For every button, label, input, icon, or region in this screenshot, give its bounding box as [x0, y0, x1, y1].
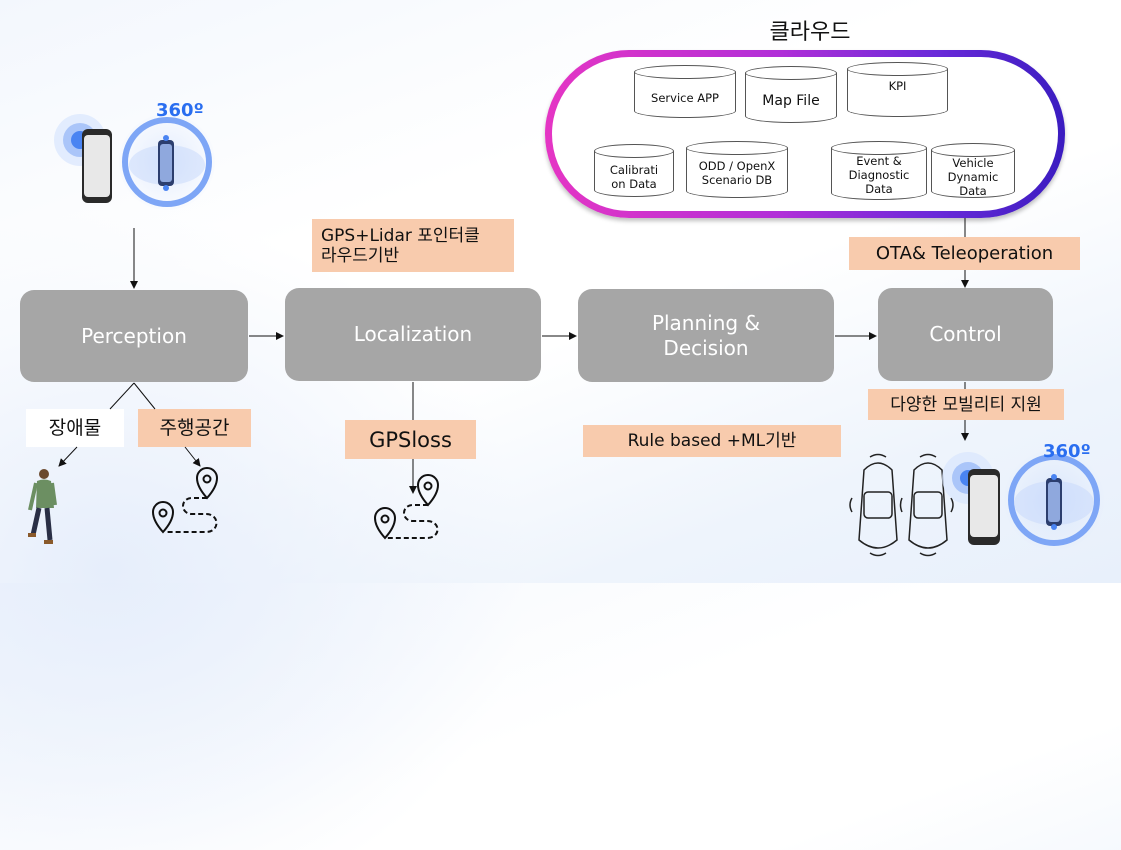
note-drivable-space: 주행공간 [138, 409, 251, 447]
note-gps-loss: GPSloss [345, 420, 476, 459]
parking-cars-icon [849, 453, 954, 557]
stage-perception: Perception [20, 290, 248, 382]
db-service-app: Service APP [634, 65, 736, 118]
db-vehicle-dynamic: Vehicle Dynamic Data [931, 143, 1015, 198]
sensor-360-label-bottom: 360º [1043, 441, 1091, 462]
note-planning-method: Rule based +ML기반 [583, 425, 841, 457]
arrow-obstacle-to-pedestrian [58, 446, 78, 467]
db-event-diagnostic: Event & Diagnostic Data [831, 141, 927, 200]
arrow-space-to-route [184, 446, 201, 467]
note-mobility: 다양한 모빌리티 지원 [868, 389, 1064, 420]
db-kpi: KPI [847, 62, 948, 117]
note-ota-teleoperation: OTA& Teleoperation [849, 237, 1080, 270]
stage-localization: Localization [285, 288, 541, 381]
stage-planning-decision: Planning & Decision [578, 289, 834, 382]
route-pin-icon [373, 474, 440, 540]
vehicle-with-sensors-icon [942, 450, 1104, 550]
vehicle-with-sensors-icon [54, 114, 215, 210]
note-localization-method: GPS+Lidar 포인터클라우드기반 [312, 219, 514, 272]
db-calibration-data: Calibrati on Data [594, 144, 674, 197]
db-odd-openx-scenario: ODD / OpenX Scenario DB [686, 141, 788, 198]
db-map-file: Map File [745, 66, 837, 123]
route-pin-icon [151, 467, 219, 534]
note-obstacle: 장애물 [26, 409, 124, 447]
stage-control: Control [878, 288, 1053, 381]
sensor-360-label-top: 360º [156, 100, 204, 121]
pedestrian-icon [28, 469, 57, 544]
cloud-title: 클라우드 [769, 20, 851, 45]
